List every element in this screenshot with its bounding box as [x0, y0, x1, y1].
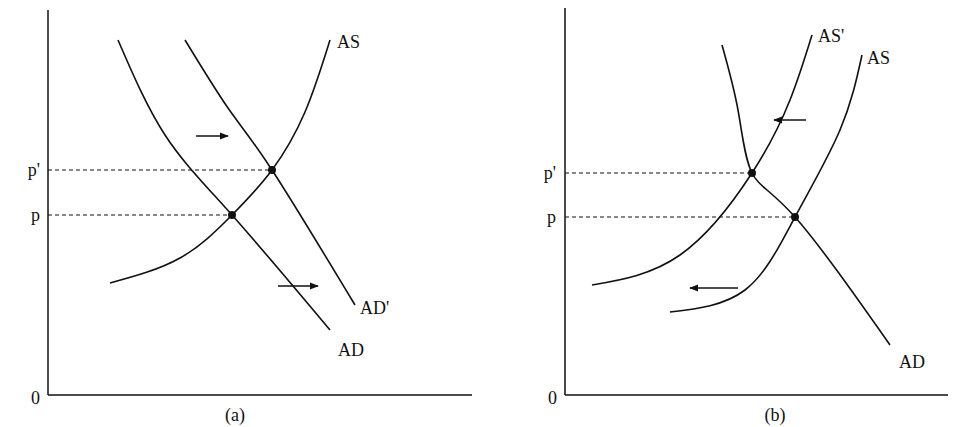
axis-label: 0: [548, 389, 557, 407]
axis-label: p: [547, 208, 556, 226]
axis-label: AD': [360, 299, 389, 317]
economic-curve: [185, 40, 355, 305]
x-axis: [565, 394, 948, 396]
axis-label: p: [31, 206, 40, 224]
economic-curve: [118, 40, 330, 330]
shift-arrow: [774, 119, 806, 121]
shift-arrow: [690, 287, 738, 289]
shift-arrow: [196, 135, 228, 137]
dashed-guide: [565, 173, 752, 174]
axis-label: AS': [818, 27, 844, 45]
axis-label: AD: [338, 341, 364, 359]
axis-label: AS: [867, 49, 890, 67]
equilibrium-dot: [268, 166, 276, 174]
dashed-guide: [48, 215, 232, 216]
dashed-guide: [48, 170, 272, 171]
equilibrium-dot: [748, 169, 756, 177]
axis-label: AD: [899, 353, 925, 371]
equilibrium-dot: [228, 211, 236, 219]
axis-label: (b): [765, 406, 786, 424]
axis-label: p': [544, 164, 556, 182]
axis-label: AS: [337, 33, 360, 51]
shift-arrow: [278, 285, 318, 287]
equilibrium-dot: [791, 213, 799, 221]
economic-curve: [722, 45, 890, 345]
y-axis: [47, 10, 49, 395]
y-axis: [564, 8, 566, 395]
axis-label: (a): [225, 406, 245, 424]
x-axis: [48, 394, 472, 396]
economic-curve: [110, 40, 330, 283]
axis-label: 0: [31, 389, 40, 407]
economic-curve: [670, 55, 862, 312]
axis-label: p': [28, 161, 40, 179]
dashed-guide: [565, 217, 795, 218]
